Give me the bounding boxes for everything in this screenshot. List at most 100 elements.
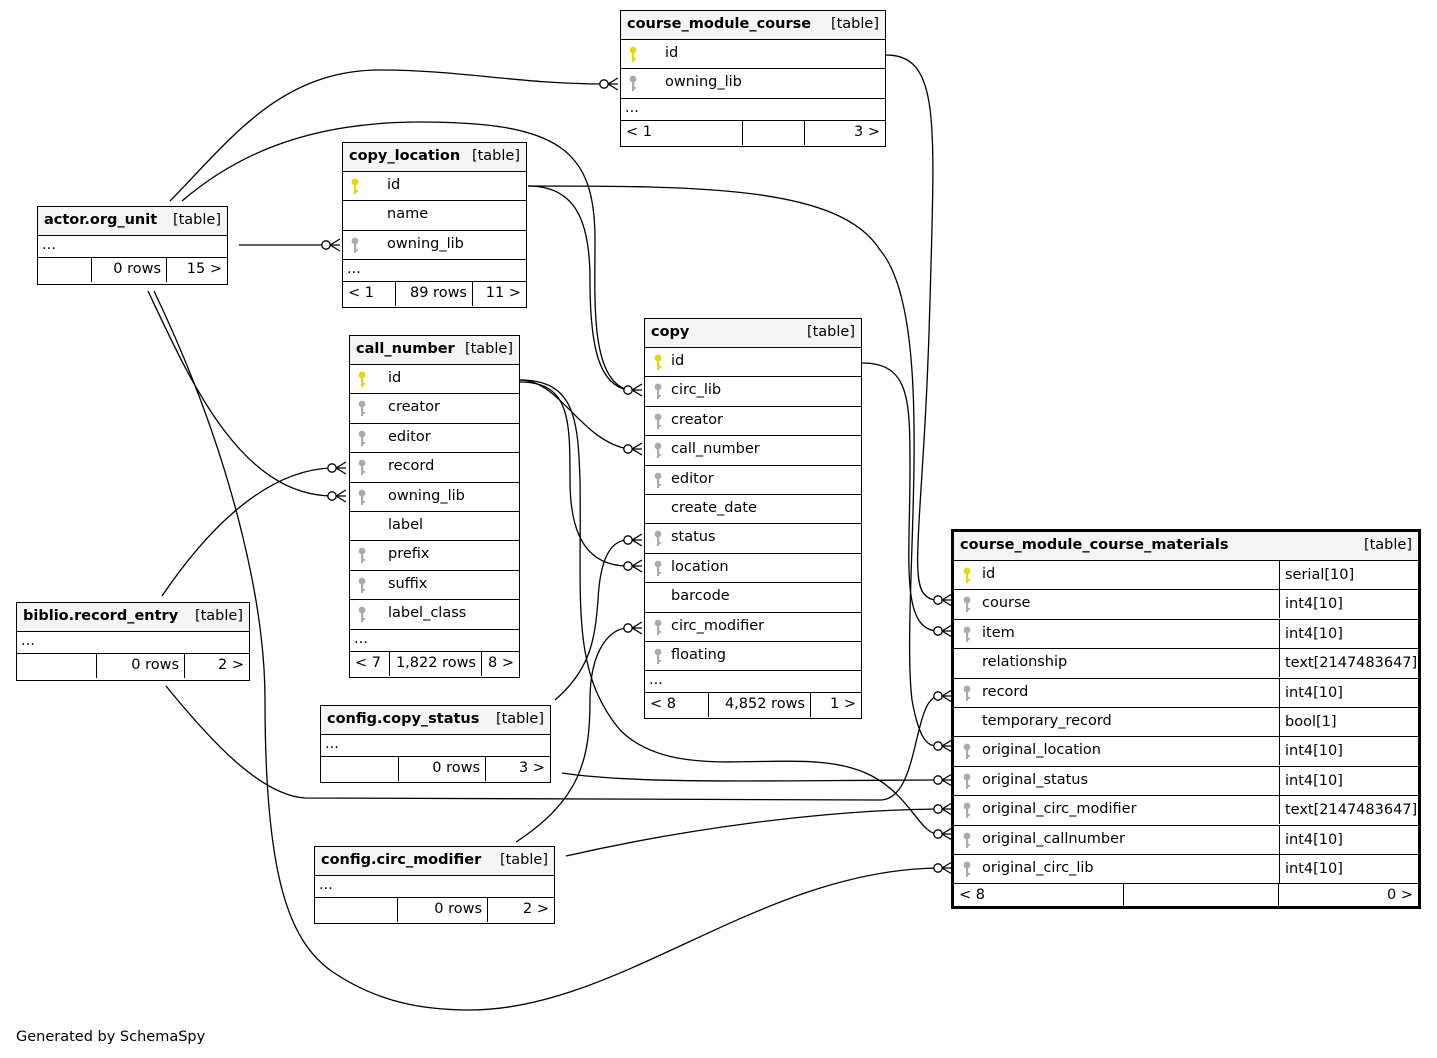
foreign-key-icon (962, 596, 972, 614)
children-count[interactable]: 2 > (218, 657, 244, 673)
column-datatype: int4[10] (1279, 737, 1343, 766)
column-name: barcode (671, 588, 730, 605)
children-count[interactable]: 8 > (488, 654, 514, 671)
column-row: id (645, 348, 861, 378)
table-name: copy_location (349, 148, 461, 164)
column-name: owning_lib (387, 235, 464, 252)
optional-end-marker (623, 385, 633, 395)
more-columns-ellipsis: ... (350, 630, 519, 652)
column-name: prefix (388, 546, 430, 563)
table-header: config.copy_status [table] (321, 706, 550, 735)
parents-count[interactable] (38, 258, 92, 282)
parents-count[interactable]: < 8 (954, 884, 1124, 909)
edge-circmod-to-materials-circmod (565, 808, 939, 857)
column-name: original_circ_lib (982, 859, 1094, 876)
edge-biblio-to-materials-record (165, 685, 939, 801)
table-type: [table] (172, 212, 221, 228)
parents-count[interactable] (321, 757, 399, 781)
table-type: [table] (1363, 537, 1412, 553)
parents-count[interactable]: < 8 (645, 693, 709, 718)
column-row: id (350, 365, 519, 395)
column-name: suffix (388, 575, 428, 592)
row-count: 0 rows (399, 757, 486, 781)
column-row: prefix (350, 541, 519, 571)
parents-count[interactable] (315, 898, 398, 922)
crows-foot-marker (941, 624, 953, 638)
table-course-module-course-materials[interactable]: course_module_course_materials [table] i… (951, 529, 1421, 909)
row-count: 1,822 rows (390, 651, 482, 676)
more-columns-ellipsis: ... (621, 99, 885, 121)
table-header: biblio.record_entry [table] (17, 603, 249, 632)
table-copy-location[interactable]: copy_location [table] id name owning_lib… (342, 142, 527, 308)
children-count[interactable]: 11 > (485, 285, 521, 302)
table-header: actor.org_unit [table] (38, 207, 227, 236)
table-header: copy [table] (645, 319, 861, 348)
crows-foot-marker (631, 533, 643, 547)
column-name: id (982, 566, 996, 582)
foreign-key-icon (653, 442, 663, 460)
table-name: course_module_course (627, 16, 812, 32)
foreign-key-icon (653, 530, 663, 548)
column-datatype: text[2147483647] (1279, 649, 1417, 678)
column-name: record (388, 458, 435, 475)
more-columns-ellipsis: ... (38, 236, 227, 258)
table-footer: < 8 4,852 rows 1 > (645, 693, 861, 718)
table-config-circ-modifier[interactable]: config.circ_modifier [table] ... 0 rows … (314, 846, 555, 924)
primary-key-icon (357, 371, 367, 389)
more-columns-ellipsis: ... (315, 876, 554, 898)
column-name: label (388, 516, 424, 533)
foreign-key-icon (628, 75, 638, 93)
edge-callnumber-to-copy-location (519, 381, 629, 567)
parents-count[interactable]: < 1 (621, 120, 743, 145)
children-count[interactable]: 15 > (186, 261, 222, 277)
parents-count[interactable] (17, 654, 97, 678)
table-biblio-record-entry[interactable]: biblio.record_entry [table] ... 0 rows 2… (16, 602, 250, 681)
primary-key-icon (962, 567, 972, 585)
column-name: owning_lib (388, 487, 465, 504)
column-row: barcode (645, 583, 861, 613)
children-count[interactable]: 2 > (523, 901, 549, 917)
column-row: circ_lib (645, 377, 861, 407)
column-name: original_circ_modifier (982, 801, 1137, 818)
foreign-key-icon (962, 773, 972, 791)
crows-foot-marker (631, 559, 643, 573)
parents-count[interactable]: < 7 (350, 651, 390, 676)
foreign-key-icon (962, 685, 972, 703)
children-count[interactable]: 3 > (854, 123, 880, 140)
table-type: [table] (495, 711, 544, 727)
column-name: id (671, 353, 685, 369)
children-count[interactable]: 1 > (830, 696, 856, 713)
parents-count[interactable]: < 1 (343, 282, 396, 307)
column-row: owning_lib (350, 483, 519, 512)
children-count[interactable]: 0 > (1387, 887, 1413, 904)
table-course-module-course[interactable]: course_module_course [table] id owning_l… (620, 10, 886, 147)
table-name: actor.org_unit (44, 212, 158, 228)
optional-end-marker (933, 626, 943, 636)
edge-copy-to-materials-item (861, 362, 939, 632)
table-header: config.circ_modifier [table] (315, 847, 554, 876)
optional-end-marker (599, 79, 609, 89)
foreign-key-icon (653, 619, 663, 637)
table-config-copy-status[interactable]: config.copy_status [table] ... 0 rows 3 … (320, 705, 551, 783)
column-datatype: text[2147483647] (1279, 796, 1417, 825)
edge-org-unit-to-materials-circ-lib (153, 290, 939, 1011)
column-row: circ_modifier (645, 613, 861, 642)
edge-location-to-materials-location (527, 185, 939, 747)
optional-end-marker (933, 829, 943, 839)
column-name: id (388, 370, 402, 386)
table-actor-org-unit[interactable]: actor.org_unit [table] ... 0 rows 15 > (37, 206, 228, 285)
column-name: course (982, 595, 1031, 612)
crows-foot-marker (335, 489, 347, 503)
optional-end-marker (623, 444, 633, 454)
children-count[interactable]: 3 > (519, 760, 545, 776)
more-columns-ellipsis: ... (321, 735, 550, 757)
table-name: biblio.record_entry (23, 608, 179, 624)
primary-key-icon (653, 354, 663, 372)
